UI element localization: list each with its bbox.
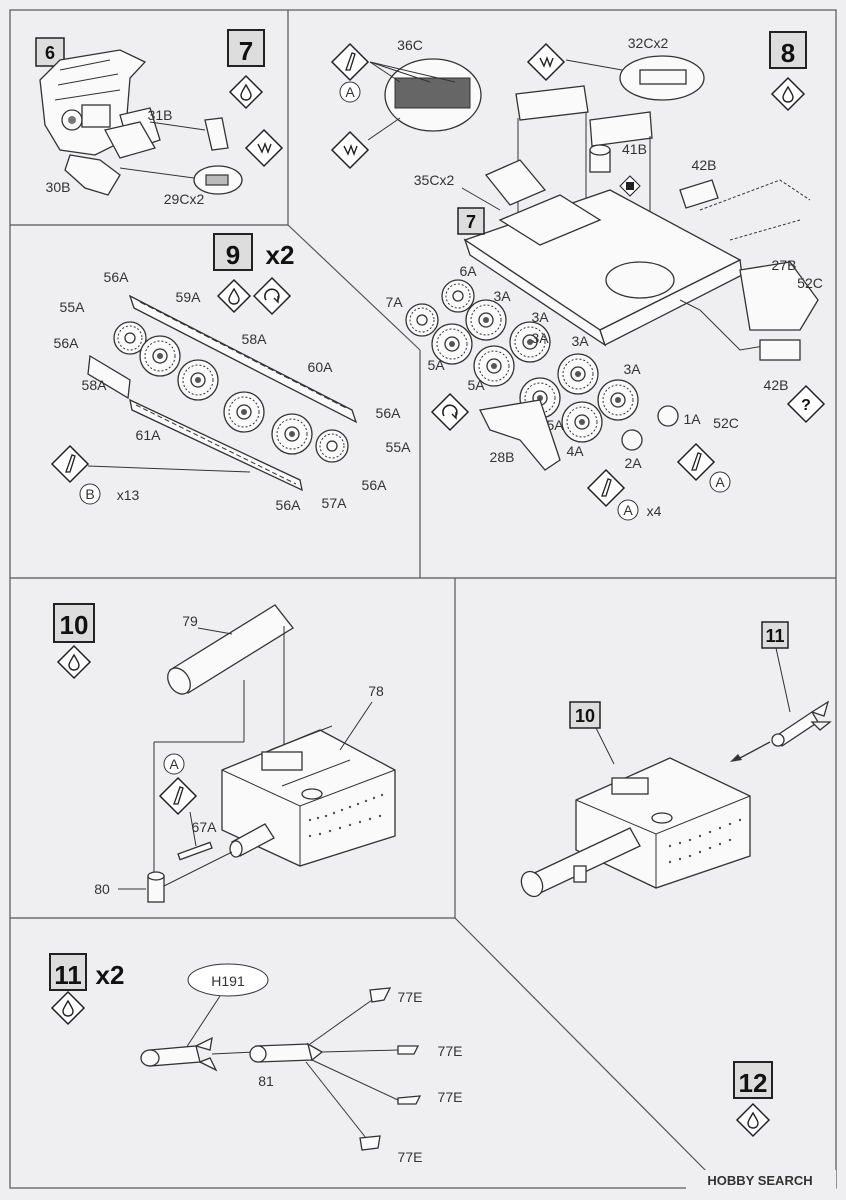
part-3A-5: 3A [623,361,641,377]
step-11-ref: 11 [765,626,784,646]
knife-icon [331,43,369,81]
watermark: HOBBY SEARCH [686,1170,836,1190]
step-6-number: 6 [45,43,55,63]
part-3A-4: 3A [571,333,589,349]
part-58A-2: 58A [82,377,108,393]
step-9-number: 9 [226,240,240,270]
step-11-number: 11 [54,960,82,990]
part-56A-5: 56A [276,497,302,513]
part-77E-1: 77E [398,989,423,1005]
part-5A-1: 5A [427,357,445,373]
callout-A: A [345,84,355,100]
callout-B: B [85,486,94,502]
part-77E-4: 77E [398,1149,423,1165]
cement-icon [771,77,805,111]
part-80: 80 [94,881,110,897]
step-8-panel: 8 A 36C 32Cx2 41B [331,31,826,521]
step-9-multiplier: x2 [266,240,295,270]
knife-icon [587,469,625,507]
cement-icon [217,279,251,313]
part-77E-3: 77E [438,1089,463,1105]
part-56A-4: 56A [362,477,388,493]
callout-A: A [623,502,633,518]
part-35C: 35Cx2 [414,172,455,188]
part-67A: 67A [192,819,218,835]
callout-B-multiplier: x13 [117,487,140,503]
zigzag-icon [331,131,369,169]
step-6-panel: 6 7 31B 30B 29Cx2 [35,29,283,207]
part-60A: 60A [308,359,334,375]
knife-icon [677,443,715,481]
cement-icon [229,75,263,109]
part-H191: H191 [211,973,245,989]
part-3A-1: 3A [493,288,511,304]
part-56A-3: 56A [376,405,402,421]
callout-A: A [715,474,725,490]
part-78: 78 [368,683,384,699]
step-12-number: 12 [739,1068,768,1098]
part-57A: 57A [322,495,348,511]
step-7-number: 7 [239,36,253,66]
part-55A-2: 55A [386,439,412,455]
part-6A: 6A [459,263,477,279]
rotate-icon [431,393,469,431]
rotate-icon [253,277,291,315]
part-52C-1: 52C [797,275,823,291]
part-56A-1: 56A [104,269,130,285]
part-61A: 61A [136,427,162,443]
step-11-panel: 11 x2 H191 81 77E 77E 77E 77E [49,953,463,1165]
part-5A-3: 5A [546,417,564,433]
part-3A-3: 3A [531,330,549,346]
part-29C: 29Cx2 [164,191,205,207]
part-41B: 41B [622,141,647,157]
part-27B: 27B [772,257,797,273]
callout-A-multiplier: x4 [647,503,662,519]
zigzag-icon [245,129,283,167]
part-5A-2: 5A [467,377,485,393]
cement-icon [51,991,85,1025]
step-10-panel: 10 79 78 67A A [53,603,396,903]
part-55A-1: 55A [60,299,86,315]
part-77E-2: 77E [438,1043,463,1059]
part-28B: 28B [490,449,515,465]
watermark-text: HOBBY SEARCH [707,1173,812,1188]
cement-icon [57,645,91,679]
part-30B: 30B [46,179,71,195]
part-56A-2: 56A [54,335,80,351]
part-52C-2: 52C [713,415,739,431]
cement-icon [736,1103,770,1137]
knife-icon [51,445,89,483]
part-42B-bottom: 42B [764,377,789,393]
step-9-panel: 9 x2 56A 59A 55A 56A 58A 58A 60A 61A 56A… [51,233,412,513]
part-36C: 36C [397,37,423,53]
part-7A: 7A [385,294,403,310]
part-79: 79 [182,613,198,629]
part-58A-1: 58A [242,331,268,347]
step-12-panel: 12 [733,1061,773,1137]
part-1A: 1A [683,411,701,427]
part-59A: 59A [176,289,202,305]
part-31B: 31B [148,107,173,123]
step-10-result-panel: 10 11 [520,621,832,898]
step-7-ref: 7 [466,212,476,232]
part-3A-2: 3A [531,309,549,325]
part-32C: 32Cx2 [628,35,669,51]
part-42B-top: 42B [692,157,717,173]
part-81: 81 [258,1073,274,1089]
part-4A: 4A [566,443,584,459]
step-10-number: 10 [60,610,89,640]
callout-A: A [169,756,179,772]
part-2A: 2A [624,455,642,471]
panel-separators [9,9,837,1189]
step-8-number: 8 [781,38,795,68]
zigzag-icon [527,43,565,81]
knife-icon [159,777,197,815]
question-mark: ? [801,397,811,414]
step-11-multiplier: x2 [96,960,125,990]
step-10-ref: 10 [575,706,595,726]
